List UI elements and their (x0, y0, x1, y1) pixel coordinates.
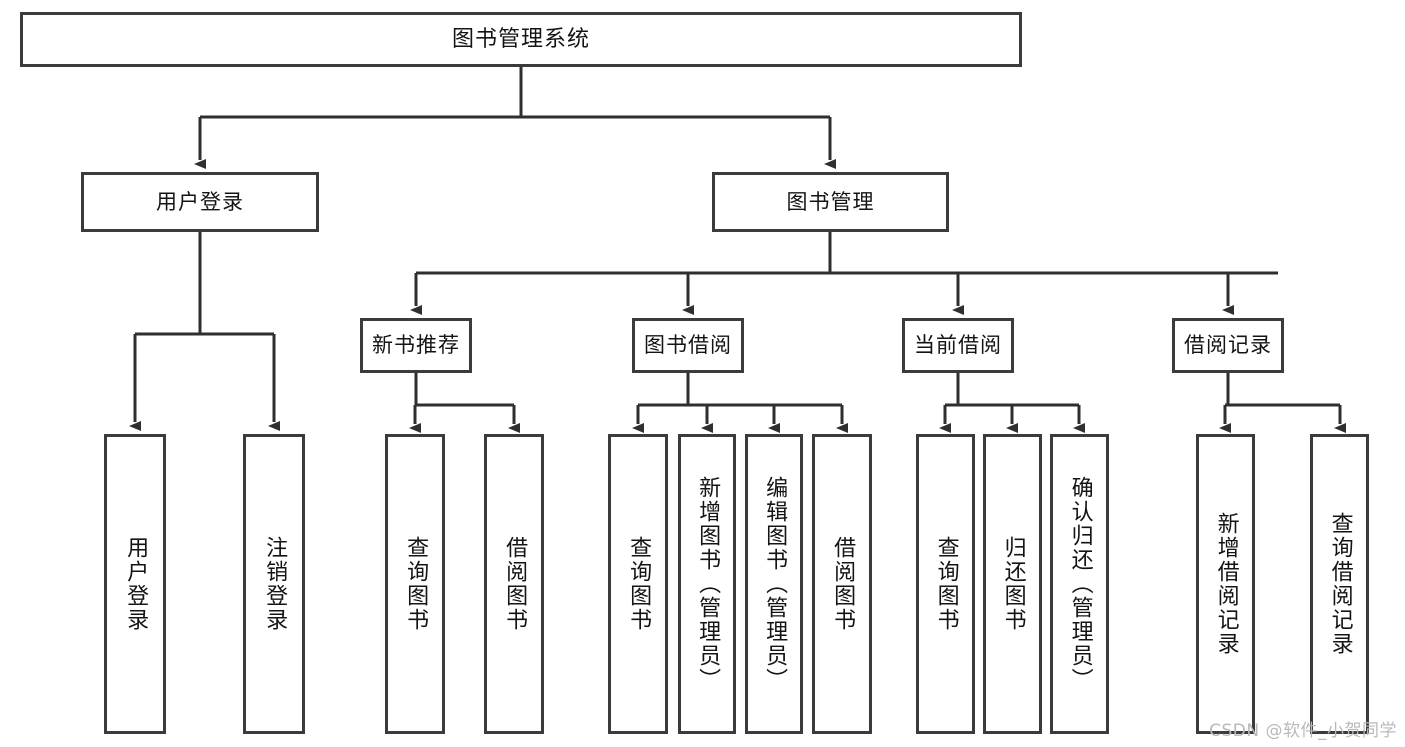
leaf-add-book-admin[interactable]: 新增图书（管理员） (678, 434, 736, 734)
leaf-add-borrow-record[interactable]: 新增借阅记录 (1196, 434, 1255, 734)
node-label: 查询图书 (626, 536, 652, 632)
node-label: 查询借阅记录 (1327, 512, 1353, 656)
node-label: 图书管理 (786, 189, 875, 214)
leaf-query-book-recommend[interactable]: 查询图书 (385, 434, 445, 734)
leaf-return-book[interactable]: 归还图书 (983, 434, 1042, 734)
node-new-book-recommend[interactable]: 新书推荐 (360, 318, 472, 373)
leaf-logout-login[interactable]: 注销登录 (243, 434, 305, 734)
node-label: 查询图书 (403, 536, 429, 632)
node-book-management[interactable]: 图书管理 (712, 172, 949, 232)
node-borrow-record[interactable]: 借阅记录 (1172, 318, 1284, 373)
node-label: 用户登录 (156, 189, 244, 214)
leaf-edit-book-admin[interactable]: 编辑图书（管理员） (745, 434, 803, 734)
node-label: 确认归还（管理员） (1067, 476, 1093, 692)
node-label: 借阅图书 (502, 536, 528, 632)
node-label: 借阅图书 (830, 536, 856, 632)
node-current-borrow[interactable]: 当前借阅 (902, 318, 1014, 373)
leaf-query-book[interactable]: 查询图书 (608, 434, 668, 734)
node-label: 图书管理系统 (451, 26, 590, 52)
node-label: 当前借阅 (914, 333, 1002, 358)
node-root[interactable]: 图书管理系统 (20, 12, 1022, 67)
leaf-borrow-book-recommend[interactable]: 借阅图书 (484, 434, 544, 734)
leaf-query-book-current[interactable]: 查询图书 (916, 434, 975, 734)
node-user-login[interactable]: 用户登录 (81, 172, 319, 232)
node-label: 注销登录 (262, 536, 288, 632)
node-label: 图书借阅 (644, 333, 732, 358)
leaf-user-login[interactable]: 用户登录 (104, 434, 166, 734)
node-label: 新增图书（管理员） (695, 476, 721, 692)
csdn-watermark: CSDN @软件_小贺同学 (1209, 721, 1397, 741)
node-label: 新书推荐 (372, 333, 460, 358)
leaf-confirm-return-admin[interactable]: 确认归还（管理员） (1050, 434, 1109, 734)
node-label: 查询图书 (933, 536, 959, 632)
node-label: 新增借阅记录 (1213, 512, 1239, 656)
node-label: 用户登录 (123, 536, 149, 632)
leaf-borrow-book[interactable]: 借阅图书 (812, 434, 872, 734)
node-label: 归还图书 (1000, 536, 1026, 632)
node-label: 编辑图书（管理员） (762, 476, 788, 692)
leaf-query-borrow-record[interactable]: 查询借阅记录 (1310, 434, 1369, 734)
node-book-borrow[interactable]: 图书借阅 (632, 318, 744, 373)
node-label: 借阅记录 (1184, 333, 1272, 358)
